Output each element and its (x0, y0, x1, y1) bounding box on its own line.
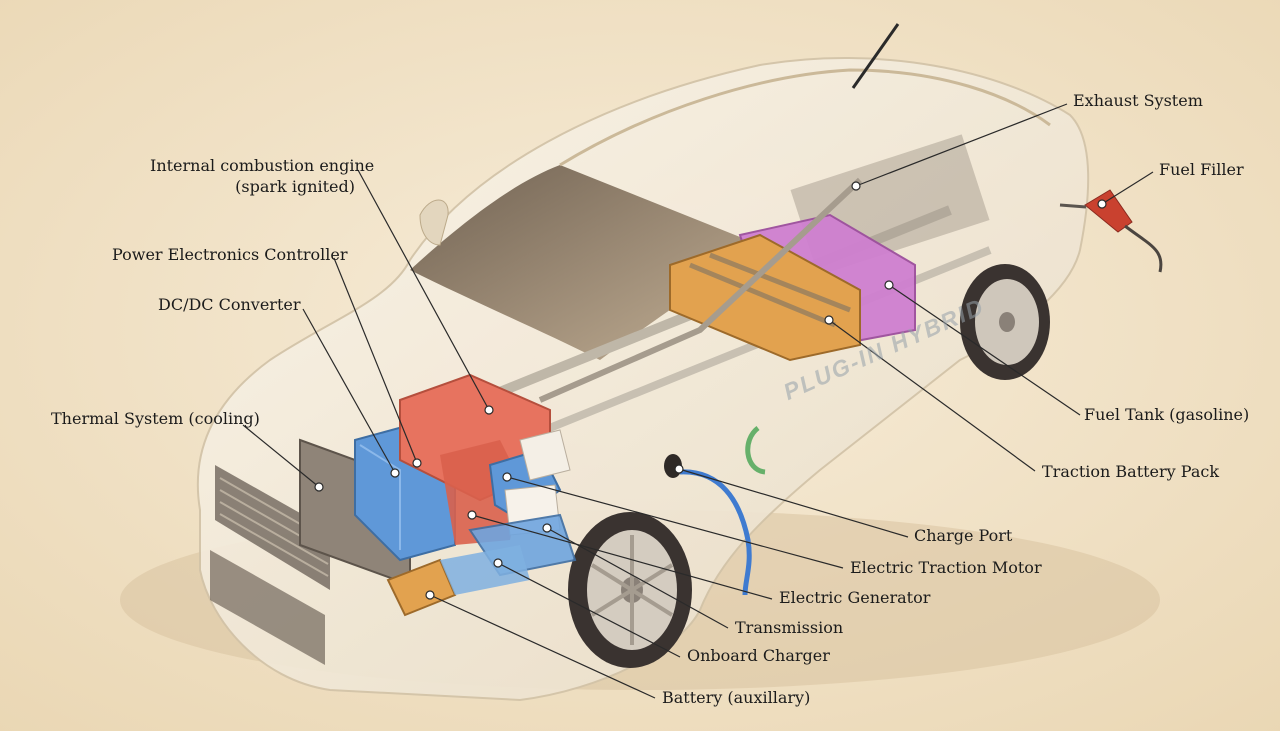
label-ice-line2: (spark ignited) (235, 177, 355, 196)
badge-swoosh (745, 426, 766, 475)
coolant-reservoir (519, 429, 571, 481)
roof-line (559, 68, 1051, 167)
label-generator: Electric Generator (779, 588, 931, 607)
side-mirror (419, 199, 449, 246)
label-aux-battery: Battery (auxillary) (662, 688, 811, 707)
fuel-nozzle (1059, 189, 1163, 273)
label-dcdc-converter: DC/DC Converter (158, 295, 301, 314)
label-onboard-charger: Onboard Charger (687, 646, 830, 665)
exhaust-pipe (538, 177, 863, 403)
label-traction-motor: Electric Traction Motor (850, 558, 1042, 577)
front-wheel (568, 512, 692, 668)
antenna (851, 23, 900, 89)
rear-wheel (960, 264, 1050, 380)
label-charge-port: Charge Port (914, 526, 1013, 545)
label-fuel-filler: Fuel Filler (1159, 160, 1244, 179)
label-fuel-tank: Fuel Tank (gasoline) (1084, 405, 1250, 424)
label-power-electronics: Power Electronics Controller (112, 245, 348, 264)
label-ice-line1: Internal combustion engine (150, 156, 375, 175)
label-transmission: Transmission (735, 618, 844, 637)
anchor-dots (314, 181, 1107, 600)
windshield (410, 165, 760, 360)
leader-lines (242, 103, 1154, 699)
label-ice: Internal combustion engine (spark ignite… (150, 155, 375, 197)
label-traction-battery: Traction Battery Pack (1042, 462, 1220, 481)
label-thermal-system: Thermal System (cooling) (51, 409, 260, 428)
label-exhaust-system: Exhaust System (1073, 91, 1203, 110)
